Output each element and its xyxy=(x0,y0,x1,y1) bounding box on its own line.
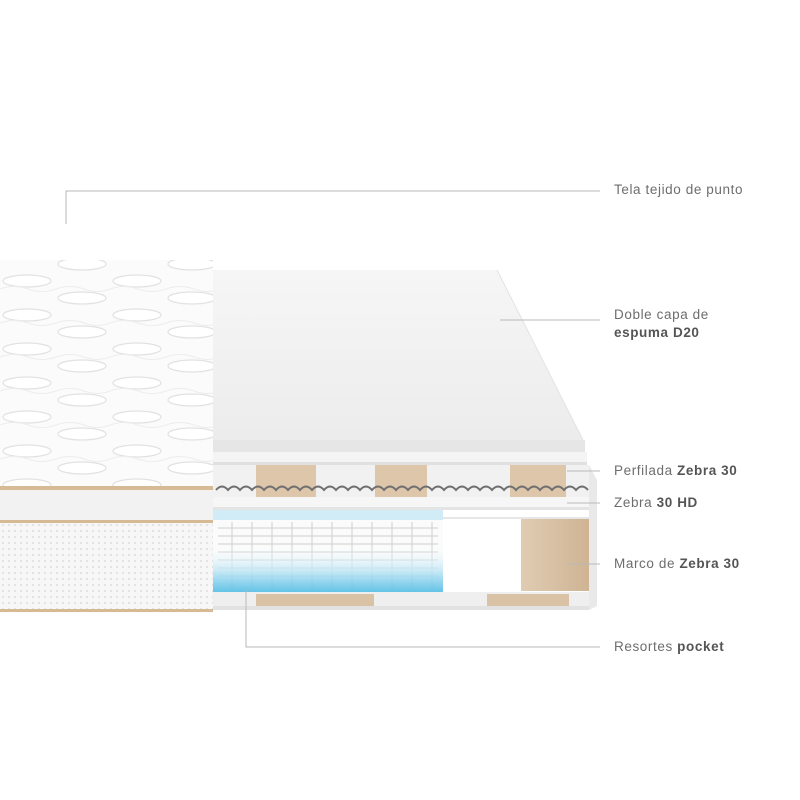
label-tela-tejido-de-punto: Tela tejido de punto xyxy=(614,181,743,199)
quilted-top-panel xyxy=(0,260,213,486)
tape-edge-middle xyxy=(0,520,213,523)
egg-crate-profile xyxy=(215,485,589,492)
doble-capa-espuma-d20-text-1: espuma D20 xyxy=(614,325,700,340)
frame-white-insert xyxy=(443,517,521,591)
doble-capa-espuma-d20-text-0: Doble capa de xyxy=(614,307,709,322)
zebra-30-hd-text-1: 30 HD xyxy=(656,495,698,510)
foam-d20-top-edge xyxy=(213,440,585,452)
quilt-side-band xyxy=(0,490,213,520)
label-zebra-30-hd: Zebra 30 HD xyxy=(614,494,698,512)
leader-lines xyxy=(65,190,600,648)
mesh-side-panel xyxy=(0,523,213,609)
resortes-pocket-text-1: pocket xyxy=(677,639,725,654)
leader-line-tela xyxy=(65,190,600,224)
leader-line-resortes xyxy=(245,590,600,648)
zebra-30-hd-text-0: Zebra xyxy=(614,495,657,510)
marco-de-zebra-30-text-1: Zebra 30 xyxy=(679,556,740,571)
perfilada-zebra-30-text-1: Zebra 30 xyxy=(677,463,738,478)
tape-edge-bottom xyxy=(0,609,213,612)
spring-blue-tint xyxy=(213,545,443,592)
resortes-pocket-text-0: Resortes xyxy=(614,639,678,654)
spring-top-strip xyxy=(213,510,443,520)
foam-d20-top-layer xyxy=(213,270,583,440)
marco-de-zebra-30-text-0: Marco de xyxy=(614,556,680,571)
label-doble-capa-espuma-d20: Doble capa de espuma D20 xyxy=(614,306,709,342)
foam-d20-second-layer xyxy=(213,452,587,463)
perfilada-zebra-30-text-0: Perfilada xyxy=(614,463,678,478)
label-resortes-pocket: Resortes pocket xyxy=(614,638,724,656)
tape-edge-top xyxy=(0,486,213,490)
mattress-fabric-cover xyxy=(0,260,213,612)
tela-tejido-de-punto-text-0: Tela tejido de punto xyxy=(614,182,744,197)
label-perfilada-zebra-30: Perfilada Zebra 30 xyxy=(614,462,737,480)
frame-zebra-30 xyxy=(521,517,589,591)
mattress-layers-cutaway xyxy=(213,269,597,610)
label-marco-de-zebra-30: Marco de Zebra 30 xyxy=(614,555,740,573)
zebra-30-hd-layer xyxy=(213,497,589,508)
